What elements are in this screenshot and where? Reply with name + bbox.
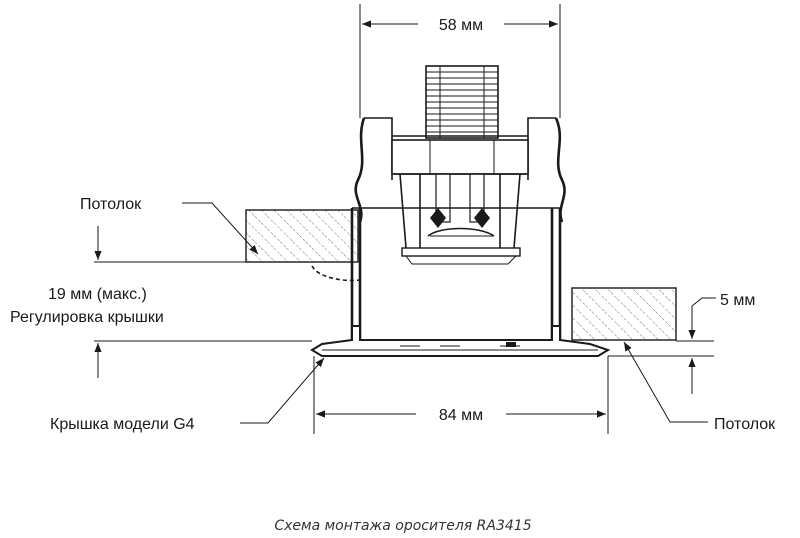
offset-right-label: 5 мм	[720, 292, 755, 309]
deflector	[401, 247, 521, 265]
sprinkler-body	[310, 65, 611, 357]
frame-arms	[394, 173, 526, 249]
ceiling-right-callout: Потолок	[623, 341, 776, 433]
cover-model-callout: Крышка модели G4	[50, 357, 325, 433]
dimension-84mm: 84 мм	[313, 356, 609, 434]
dimension-19mm-adjust: 19 мм (макс.) Регулировка крышки	[10, 226, 312, 378]
inner-cup-tube	[350, 207, 562, 340]
ceiling-left-callout: Потолок	[80, 196, 259, 255]
cover-plate	[310, 325, 611, 357]
dimension-5mm: 5 мм	[608, 292, 755, 394]
heat-link	[427, 208, 495, 237]
wrench-boss	[391, 139, 529, 175]
ceiling-slab-left	[245, 209, 361, 282]
adjust-line1-label: 19 мм (макс.)	[48, 286, 147, 303]
width-bottom-label: 84 мм	[439, 407, 483, 424]
diagram-caption: Схема монтажа оросителя RA3415	[274, 518, 531, 534]
ceiling-right-label: Потолок	[714, 416, 776, 433]
cover-model-label: Крышка модели G4	[50, 416, 195, 433]
dimension-58mm: 58 мм	[359, 4, 561, 118]
ceiling-slab-right	[571, 287, 677, 341]
ceiling-left-label: Потолок	[80, 196, 142, 213]
thread-nipple	[425, 65, 499, 139]
width-top-label: 58 мм	[439, 17, 483, 34]
adjust-line2-label: Регулировка крышки	[10, 309, 164, 326]
